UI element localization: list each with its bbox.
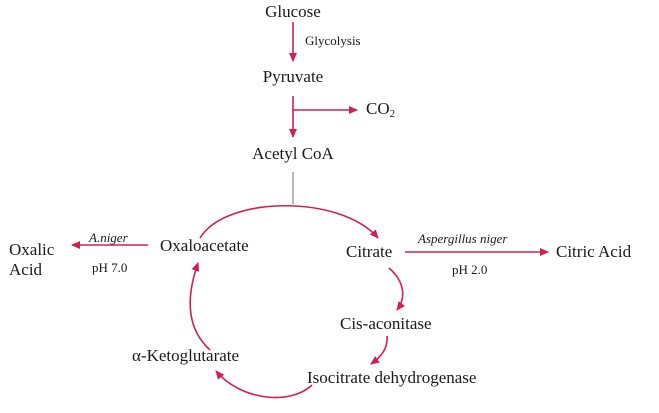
label-ph-7: pH 7.0 — [92, 260, 128, 275]
node-oxalic-acid: Oxalic Acid — [9, 240, 54, 281]
node-citrate: Citrate — [346, 242, 393, 261]
node-co2: CO2 — [366, 100, 395, 120]
arrow-isocitrate-to-ketoglutarate — [215, 370, 313, 399]
node-citric-acid: Citric Acid — [556, 242, 632, 261]
co2-text: CO — [366, 99, 390, 118]
node-alpha-ketoglutarate: α-Ketoglutarate — [132, 346, 240, 365]
label-ph-2: pH 2.0 — [452, 262, 488, 277]
arrow-oxaloacetate-to-citrate — [199, 205, 379, 239]
node-cis-aconitase: Cis-aconitase — [340, 314, 432, 333]
node-acetyl-coa: Acetyl CoA — [252, 144, 334, 163]
node-isocitrate-dehydrogenase: Isocitrate dehydrogenase — [307, 368, 477, 387]
node-oxaloacetate: Oxaloacetate — [160, 236, 249, 255]
co2-subscript: 2 — [389, 108, 396, 120]
arrow-cis-aconitase-to-isocitrate — [370, 335, 388, 365]
label-a-niger: A.niger — [89, 230, 128, 245]
arrow-citrate-to-cis-aconitase — [388, 267, 405, 311]
label-glycolysis: Glycolysis — [305, 33, 361, 48]
node-glucose: Glucose — [265, 2, 321, 21]
oxalic-acid-line1: Oxalic — [9, 240, 55, 259]
arrow-ketoglutarate-to-oxaloacetate — [189, 262, 211, 351]
label-aspergillus-niger: Aspergillus niger — [418, 231, 508, 246]
node-pyruvate: Pyruvate — [262, 67, 324, 86]
oxalic-acid-line2: Acid — [9, 260, 43, 280]
